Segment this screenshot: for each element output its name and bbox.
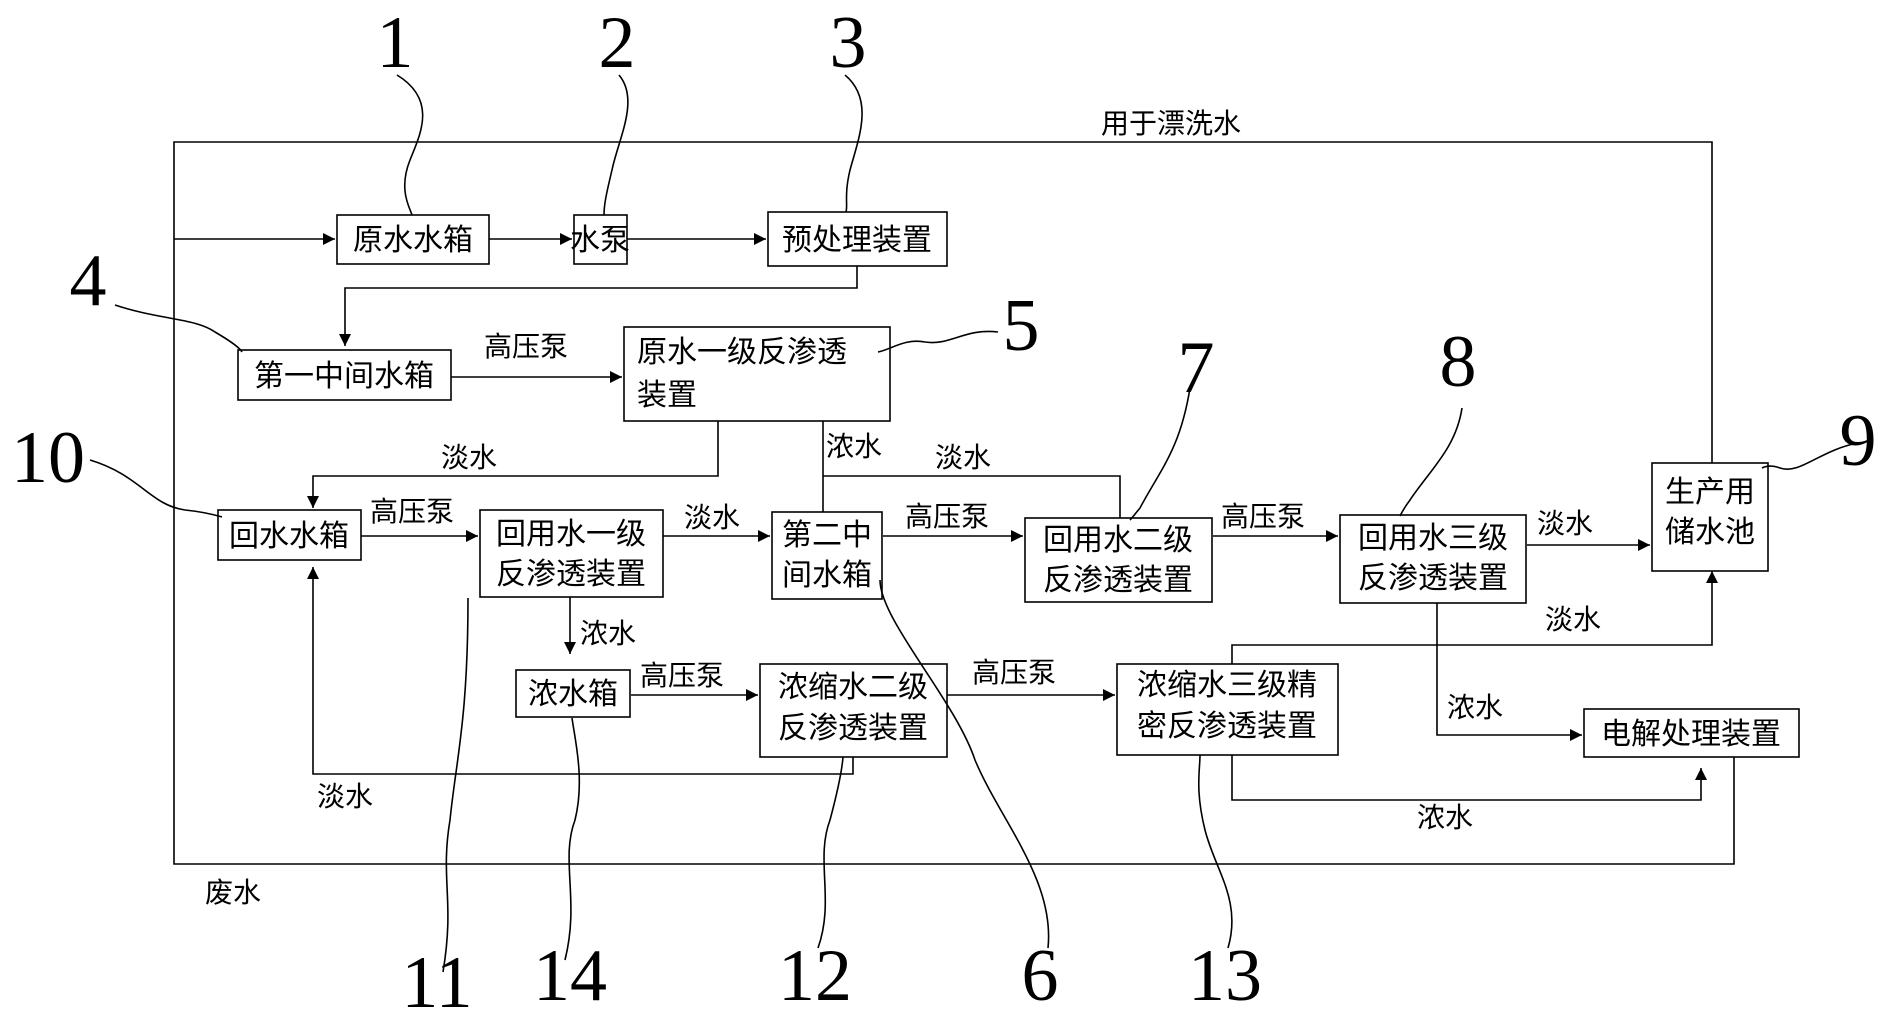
production-storage-pool: 生产用 储水池 [1651, 462, 1769, 572]
concentrate-label-1: 浓水 [826, 430, 882, 463]
concentrate-ro-stage2: 浓缩水二级 反渗透装置 [759, 663, 948, 758]
hp-pump-label-3: 高压泵 [905, 500, 989, 533]
ref-number-4: 4 [70, 240, 107, 322]
pretreatment-device-label: 预处理装置 [782, 223, 932, 258]
reuse-water-ro-stage2: 回用水二级 反渗透装置 [1024, 517, 1213, 603]
flow-lines [307, 233, 1718, 801]
permeate-label-2: 淡水 [935, 441, 991, 474]
raw-water-ro-stage1-label-line1: 原水一级反渗透 [637, 335, 847, 370]
reuse-water-ro-stage3-label-line2: 反渗透装置 [1358, 561, 1508, 596]
ref-number-14: 14 [533, 935, 607, 1011]
production-storage-pool-label-line2: 储水池 [1665, 515, 1755, 550]
outer-loop-lines [173, 141, 1735, 865]
concentrate-ro-stage2-label-line2: 反渗透装置 [778, 711, 928, 746]
ref-number-3: 3 [830, 2, 867, 84]
first-intermediate-tank: 第一中间水箱 [237, 349, 452, 401]
hp-pump-label-1: 高压泵 [484, 330, 568, 363]
raw-water-ro-stage1: 原水一级反渗透 装置 [623, 326, 891, 422]
water-pump: 水泵 [570, 214, 630, 265]
reference-numbers: 1 2 3 4 5 6 7 8 9 10 11 12 13 14 [11, 2, 1877, 1016]
return-water-tank: 回水水箱 [217, 509, 362, 561]
reuse-water-ro-stage2-label-line2: 反渗透装置 [1043, 563, 1193, 598]
concentrate-label-4: 浓水 [1417, 801, 1473, 834]
concentrate-label-3: 浓水 [1447, 691, 1503, 724]
concentrate-label-2: 浓水 [580, 617, 636, 650]
permeate-label-4: 淡水 [1537, 507, 1593, 540]
leader-lines [89, 74, 1859, 973]
flow-labels: 用于漂洗水 废水 高压泵 高压泵 高压泵 高压泵 高压泵 高压泵 淡水 淡水 淡… [205, 107, 1601, 909]
permeate-label-5: 淡水 [1545, 603, 1601, 636]
ref-number-1: 1 [377, 2, 414, 84]
ref-number-5: 5 [1003, 285, 1040, 367]
concentrate-ro-stage3-precision: 浓缩水三级精 密反渗透装置 [1116, 663, 1339, 756]
hp-pump-label-6: 高压泵 [972, 656, 1056, 689]
ref-number-11: 11 [401, 942, 472, 1011]
concentrate-tank: 浓水箱 [515, 669, 631, 718]
raw-water-tank: 原水水箱 [336, 214, 490, 265]
production-storage-pool-label-line1: 生产用 [1665, 475, 1755, 510]
ref-number-7: 7 [1178, 327, 1215, 409]
concentrate-ro-stage3-label-line1: 浓缩水三级精 [1137, 668, 1317, 703]
electrolysis-device: 电解处理装置 [1583, 708, 1800, 758]
ref-number-2: 2 [599, 2, 636, 84]
rinse-water-label: 用于漂洗水 [1101, 107, 1241, 140]
reuse-water-ro-stage2-label-line1: 回用水二级 [1043, 523, 1193, 558]
concentrate-ro-stage3-label-line2: 密反渗透装置 [1137, 709, 1317, 744]
hp-pump-label-2: 高压泵 [370, 495, 454, 528]
ref-number-8: 8 [1440, 321, 1477, 403]
pretreatment-device: 预处理装置 [767, 211, 948, 267]
raw-water-ro-stage1-label-line2: 装置 [637, 378, 697, 413]
second-intermediate-tank-label-line1: 第二中 [782, 518, 872, 553]
ref-number-10: 10 [11, 417, 85, 499]
ref-number-12: 12 [778, 935, 852, 1011]
permeate-label-6: 淡水 [317, 780, 373, 813]
ref-number-6: 6 [1022, 935, 1059, 1011]
ref-number-13: 13 [1188, 935, 1262, 1011]
permeate-label-1: 淡水 [441, 441, 497, 474]
reuse-water-ro-stage1: 回用水一级 反渗透装置 [479, 509, 664, 598]
ref-number-9: 9 [1840, 400, 1877, 482]
waste-water-label: 废水 [205, 876, 261, 909]
hp-pump-label-4: 高压泵 [1221, 500, 1305, 533]
reuse-water-ro-stage1-label-line1: 回用水一级 [496, 517, 646, 552]
concentrate-ro-stage2-label-line1: 浓缩水二级 [778, 670, 928, 705]
hp-pump-label-5: 高压泵 [640, 659, 724, 692]
return-water-tank-label: 回水水箱 [229, 519, 349, 554]
electrolysis-device-label: 电解处理装置 [1601, 717, 1781, 752]
reuse-water-ro-stage3: 回用水三级 反渗透装置 [1339, 514, 1527, 604]
second-intermediate-tank: 第二中 间水箱 [771, 511, 883, 600]
water-pump-label: 水泵 [570, 223, 630, 258]
concentrate-tank-label: 浓水箱 [528, 677, 618, 712]
second-intermediate-tank-label-line2: 间水箱 [782, 558, 872, 593]
first-intermediate-tank-label: 第一中间水箱 [254, 359, 434, 394]
reuse-water-ro-stage1-label-line2: 反渗透装置 [496, 557, 646, 592]
reuse-water-ro-stage3-label-line1: 回用水三级 [1358, 521, 1508, 556]
raw-water-tank-label: 原水水箱 [353, 223, 473, 258]
permeate-label-3: 淡水 [684, 501, 740, 534]
